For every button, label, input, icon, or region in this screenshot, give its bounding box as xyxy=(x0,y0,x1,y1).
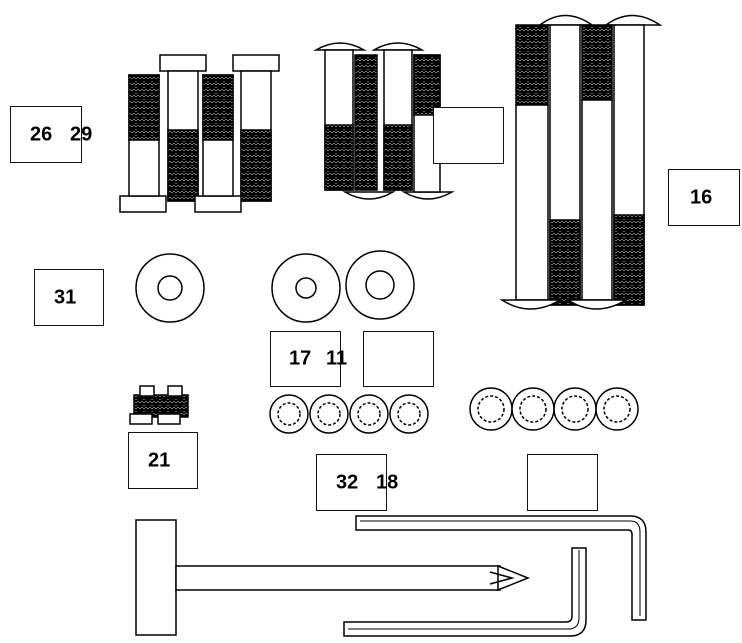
hex-key xyxy=(343,547,587,637)
t-handle-wrench xyxy=(135,519,531,636)
nut xyxy=(309,394,349,434)
carriage-bolt-head-bottom xyxy=(499,299,563,310)
nut-group xyxy=(269,387,639,434)
nut xyxy=(269,394,309,434)
nut xyxy=(553,387,597,431)
hex-bolt xyxy=(232,54,280,202)
round-head-bolt xyxy=(313,42,367,191)
label-16: 16 xyxy=(668,169,740,226)
hex-key xyxy=(355,515,647,621)
small-parts xyxy=(129,385,189,425)
nut xyxy=(349,394,389,434)
nut xyxy=(595,387,639,431)
hex-bolt xyxy=(119,74,167,213)
label-number-26: 26 xyxy=(30,123,53,145)
hex-bolt xyxy=(194,74,242,213)
label-26-29: 26 29 xyxy=(10,106,92,163)
nut xyxy=(389,394,429,434)
hex-bolt xyxy=(159,54,207,202)
label-number-31: 31 xyxy=(54,286,77,308)
label-31: 31 xyxy=(34,269,104,326)
label-box-empty xyxy=(433,107,504,164)
round-head-bolt-group xyxy=(313,42,455,200)
label-number-21: 21 xyxy=(148,449,171,471)
carriage-bolt xyxy=(581,14,663,306)
flat-washer xyxy=(345,250,415,320)
label-32-18: 32 18 xyxy=(316,454,398,511)
label-number-18: 18 xyxy=(376,471,399,493)
label-number-11: 11 xyxy=(326,347,348,370)
label-box-empty xyxy=(363,331,434,387)
round-head-bolt xyxy=(354,42,425,191)
flat-washer xyxy=(135,253,205,323)
nut xyxy=(511,387,555,431)
flat-washer xyxy=(271,253,341,323)
nut xyxy=(469,387,513,431)
carriage-bolt xyxy=(515,14,595,306)
hex-bolt-group xyxy=(119,54,280,213)
carriage-bolt-group xyxy=(499,14,663,310)
label-21: 21 xyxy=(128,432,198,489)
label-number-29: 29 xyxy=(70,123,93,145)
label-number-17: 17 xyxy=(289,347,312,370)
label-number-16: 16 xyxy=(690,186,713,208)
label-number-32: 32 xyxy=(336,471,359,493)
label-box-empty xyxy=(527,454,598,511)
carriage-bolt-head-bottom xyxy=(565,299,629,310)
washer-group xyxy=(135,250,415,323)
label-17-11: 17 11 xyxy=(270,331,347,387)
